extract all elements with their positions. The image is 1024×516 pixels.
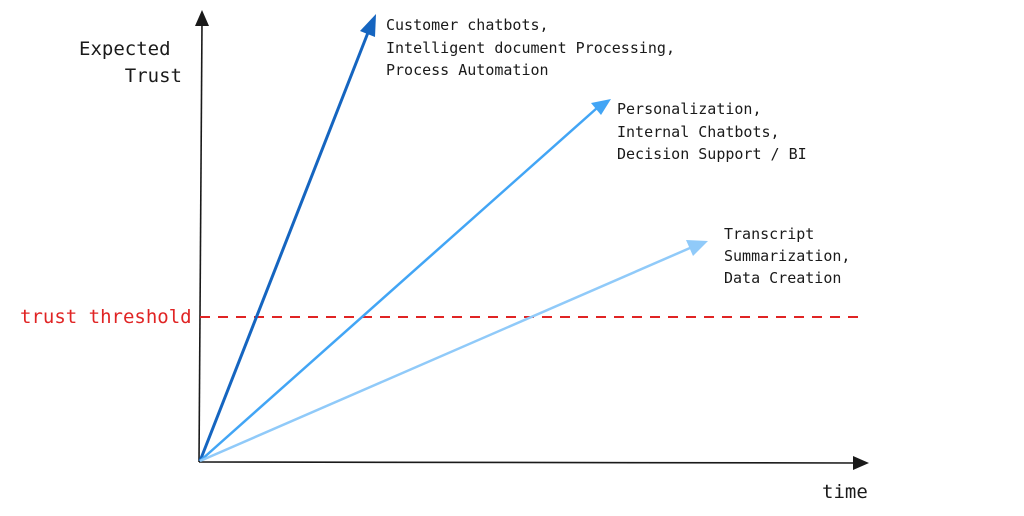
arrow-label-line: Summarization, — [724, 247, 850, 265]
arrow-shallow — [199, 240, 708, 463]
arrow-medium-head — [591, 99, 611, 115]
arrow-medium-label: Personalization, Internal Chatbots, Deci… — [617, 100, 807, 163]
arrow-label-line: Process Automation — [386, 61, 549, 79]
arrow-medium — [199, 99, 611, 462]
arrow-steep — [198, 14, 376, 462]
arrow-label-line: Customer chatbots, — [386, 16, 549, 34]
x-axis — [198, 456, 869, 470]
x-axis-arrowhead — [853, 456, 869, 470]
arrow-steep-head — [360, 14, 376, 37]
x-axis-label: time — [822, 481, 868, 503]
y-axis-label: Expected Trust — [79, 38, 182, 87]
arrow-steep-label: Customer chatbots, Intelligent document … — [386, 16, 684, 79]
threshold-label: trust threshold — [20, 306, 192, 328]
y-axis — [195, 10, 209, 463]
y-axis-label-line: Trust — [125, 65, 182, 87]
arrow-label-line: Internal Chatbots, — [617, 123, 780, 141]
arrow-shallow-label: Transcript Summarization, Data Creation — [724, 225, 859, 287]
y-axis-arrowhead — [195, 10, 209, 26]
arrow-label-line: Personalization, — [617, 100, 762, 118]
y-axis-label-line: Expected — [79, 38, 171, 60]
arrow-shallow-head — [686, 240, 708, 256]
arrow-label-line: Data Creation — [724, 269, 841, 287]
arrow-label-line: Intelligent document Processing, — [386, 39, 675, 57]
arrow-label-line: Decision Support / BI — [617, 145, 807, 163]
arrow-label-line: Transcript — [724, 225, 814, 243]
